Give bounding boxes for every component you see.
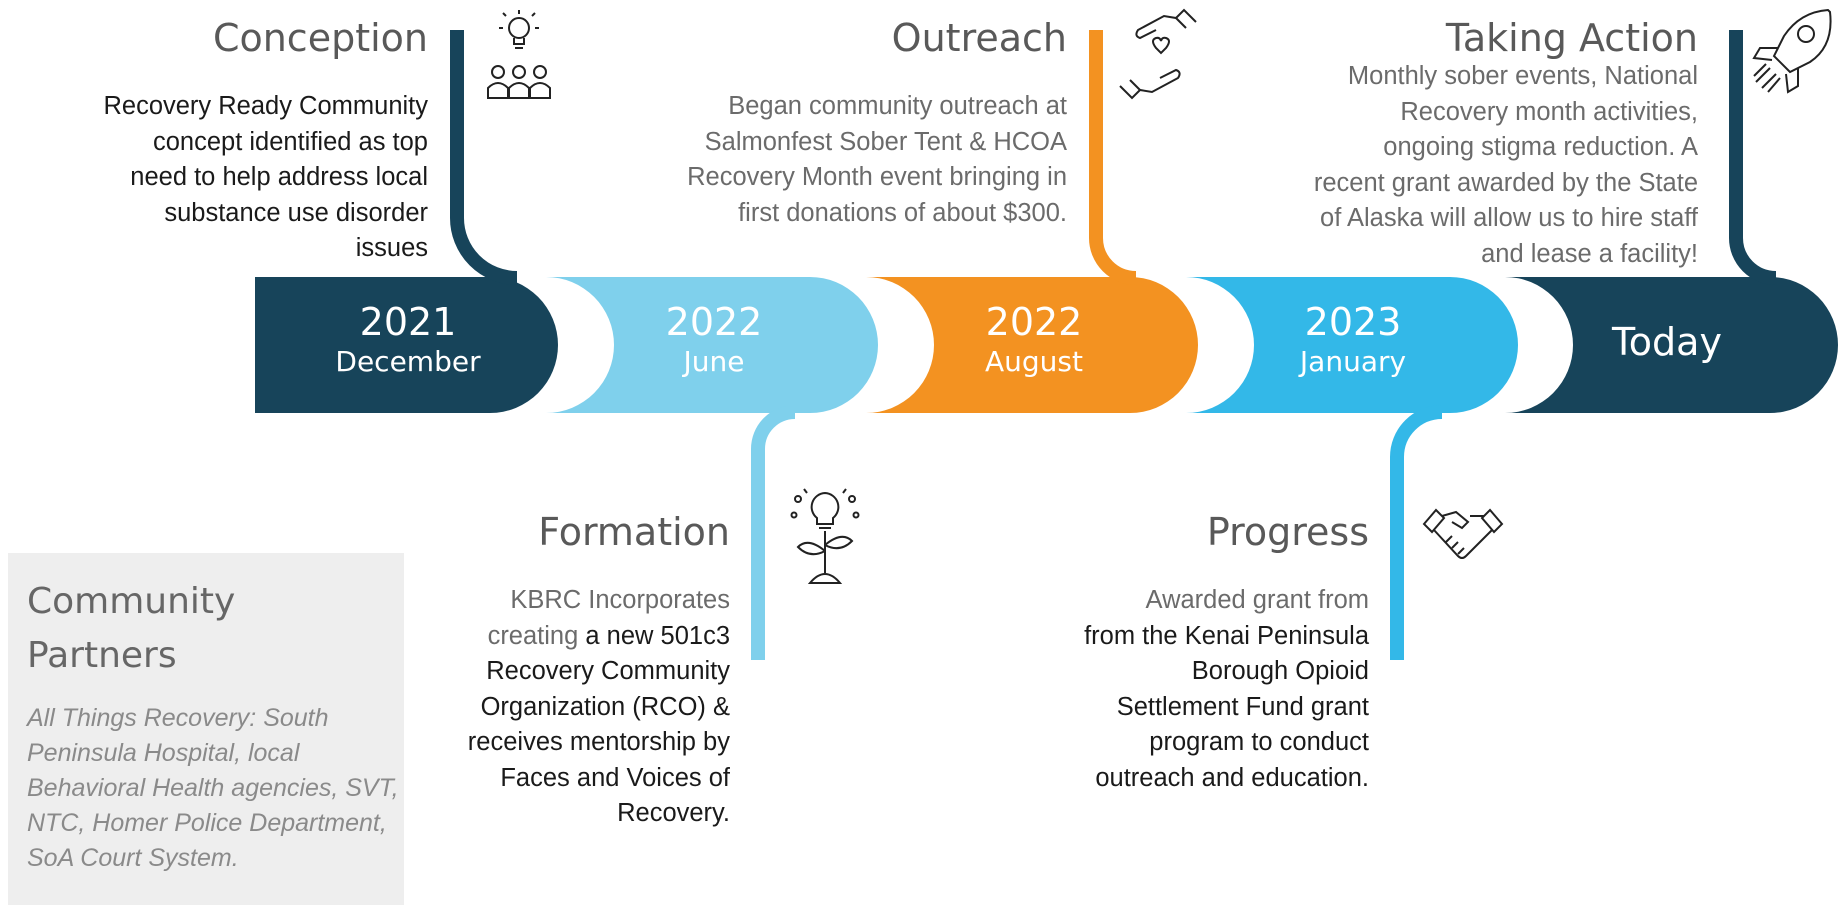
milestone-title-outreach: Outreach (891, 16, 1067, 60)
date-year: 2023 (1304, 300, 1402, 344)
date-month: August (985, 345, 1083, 378)
milestone-text-outreach: Began community outreach at Salmonfest S… (687, 92, 1067, 227)
connector-outreach (1089, 30, 1137, 285)
date-year: 2021 (359, 300, 457, 344)
date-today: Today (1577, 320, 1757, 364)
community-partners-title: Community Partners (27, 581, 236, 676)
milestone-text-formation: KBRC Incorporates creating a new 501c3 R… (467, 586, 730, 827)
milestone-title-formation: Formation (538, 510, 730, 554)
connector-conception (450, 30, 518, 285)
date-month: January (1299, 345, 1407, 378)
date-2022-august: 2022 August (944, 300, 1124, 380)
connector-progress (1390, 405, 1443, 660)
community-partners-text: All Things Recovery: South Peninsula Hos… (27, 704, 399, 872)
date-year: 2022 (665, 300, 763, 344)
date-month: June (683, 345, 745, 378)
handshake-icon (1422, 508, 1504, 559)
date-2021-december: 2021 December (318, 300, 498, 380)
milestone-title-progress: Progress (1206, 510, 1369, 554)
hands-giving-heart-icon (1119, 8, 1197, 100)
team-lightbulb-icon (487, 10, 551, 99)
community-partners-panel: Community Partners All Things Recovery: … (8, 553, 404, 905)
date-2022-june: 2022 June (624, 300, 804, 380)
date-month: December (335, 345, 481, 378)
timeline-segment-2023-january (1186, 277, 1518, 413)
date-2023-january: 2023 January (1263, 300, 1443, 380)
connector-taking-action (1729, 30, 1777, 285)
growing-plant-lightbulb-icon (790, 488, 860, 584)
milestone-title-taking-action: Taking Action (1445, 16, 1698, 60)
milestone-title-conception: Conception (212, 16, 428, 60)
timeline-segment-today (1505, 277, 1838, 413)
timeline-segment-2022-august (866, 277, 1198, 413)
milestone-text-taking-action: Monthly sober events, National Recovery … (1313, 62, 1698, 268)
rocket-icon (1752, 8, 1832, 94)
milestone-text-progress: Awarded grant from from the Kenai Penins… (1084, 586, 1369, 792)
timeline-segment-2022-june (546, 277, 878, 413)
timeline-segment-2021-december (255, 277, 558, 413)
date-year: Today (1612, 320, 1722, 364)
milestone-text-conception: Recovery Ready Community concept identif… (103, 92, 428, 262)
date-year: 2022 (985, 300, 1083, 344)
